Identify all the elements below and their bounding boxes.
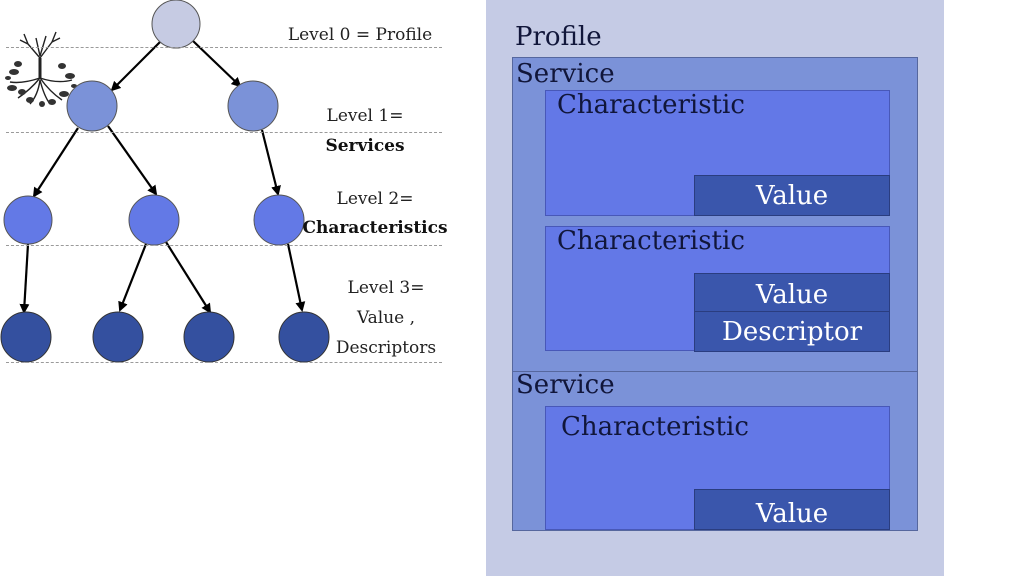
descriptor-box: Descriptor [694, 311, 890, 352]
node-value-descriptor [278, 311, 330, 363]
level-separator [6, 245, 442, 246]
service-label: Service [516, 59, 615, 89]
arrow-char1-value1 [19, 243, 30, 314]
tree-with-roots-icon [5, 31, 77, 107]
arrow-char2-value3 [165, 241, 212, 314]
level-0-text: Level 0 = Profile [287, 25, 433, 45]
arrow-char2-value2 [118, 243, 148, 312]
level-separator [6, 47, 442, 48]
node-characteristic [3, 195, 53, 245]
value-box: Value [694, 489, 890, 530]
value-box: Value [694, 175, 890, 216]
characteristic-label: Characteristic [557, 90, 745, 120]
profile-label: Profile [515, 22, 602, 52]
node-service [66, 80, 118, 132]
level-separator [6, 362, 442, 363]
tree-arrows [19, 39, 306, 314]
service-label: Service [516, 370, 615, 400]
characteristic-label: Characteristic [561, 412, 749, 442]
level-3-line: Level 3= [347, 278, 425, 298]
arrow-char3-value4 [286, 243, 306, 312]
characteristic-label: Characteristic [557, 226, 745, 256]
tree-diagram [0, 0, 330, 363]
level-2-label: Level 2= Characteristics [300, 184, 450, 243]
level-3-line: Value , [356, 308, 416, 328]
level-1-bold-text: Services [325, 136, 405, 156]
level-0-label: Level 0 = Profile [284, 20, 436, 50]
arrow-profile-service-1 [110, 41, 161, 92]
level-1-text: Level 1= [326, 106, 404, 126]
level-1-label: Level 1= Services [286, 101, 444, 161]
node-value-descriptor [183, 311, 235, 363]
arrow-service1-char1 [32, 127, 79, 198]
node-characteristic [253, 194, 305, 246]
arrow-service2-char3 [260, 129, 281, 196]
level-2-bold-text: Characteristics [302, 218, 448, 238]
node-value-descriptor [0, 311, 52, 363]
level-3-line: Descriptors [335, 338, 437, 358]
node-service [227, 80, 279, 132]
value-box: Value [694, 273, 890, 312]
node-characteristic [128, 194, 180, 246]
level-3-label: Level 3= Value , Descriptors [330, 273, 442, 363]
node-value-descriptor [92, 311, 144, 363]
level-2-text: Level 2= [336, 189, 414, 209]
level-separator [6, 132, 442, 133]
node-profile [151, 0, 201, 49]
arrow-service1-char2 [107, 125, 158, 196]
